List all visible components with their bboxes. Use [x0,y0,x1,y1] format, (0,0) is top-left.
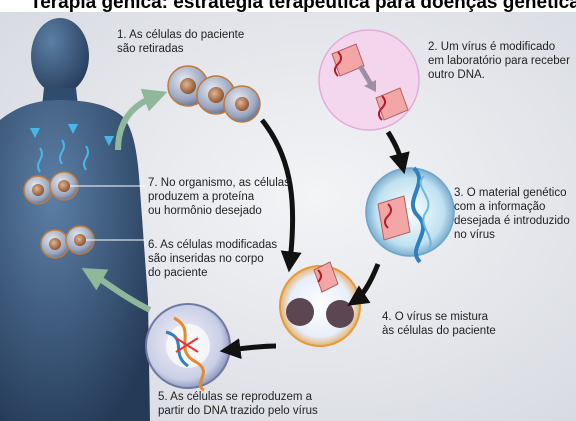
step-4-label: 4. O vírus se mistura às células do paci… [382,311,496,337]
arrow-3-to-4 [347,263,381,306]
step-1-label: 1. As células do paciente são retiradas [117,29,245,55]
cell-reproduction-step5 [145,303,231,392]
body-cells-step7 [23,171,79,205]
genetic-material-step3 [365,166,455,264]
extracted-cells-step1 [167,65,261,123]
virus-cell-mix-step4 [279,261,361,347]
step-2-label: 2. Um vírus é modificado em laboratório … [428,41,570,81]
step-6-label: 6. As células modificadas são inseridas … [148,239,278,279]
step-7-label: 7. No organismo, as células produzem a p… [148,177,290,217]
arrow-1-to-5 [260,118,302,273]
arrow-4-to-5 [219,338,277,360]
green-arrow-in [81,268,152,313]
step-5-label: 5. As células se reproduzem a partir do … [158,391,318,417]
hormone-release-icon [30,124,114,173]
virus-modification-step2 [318,29,420,131]
step-3-label: 3. O material genético com a informação … [454,187,570,241]
page-title: Terapia gênica: estratégia terapêutica p… [30,0,576,13]
green-arrow-out [115,88,168,151]
arrow-2-to-3 [385,130,410,175]
